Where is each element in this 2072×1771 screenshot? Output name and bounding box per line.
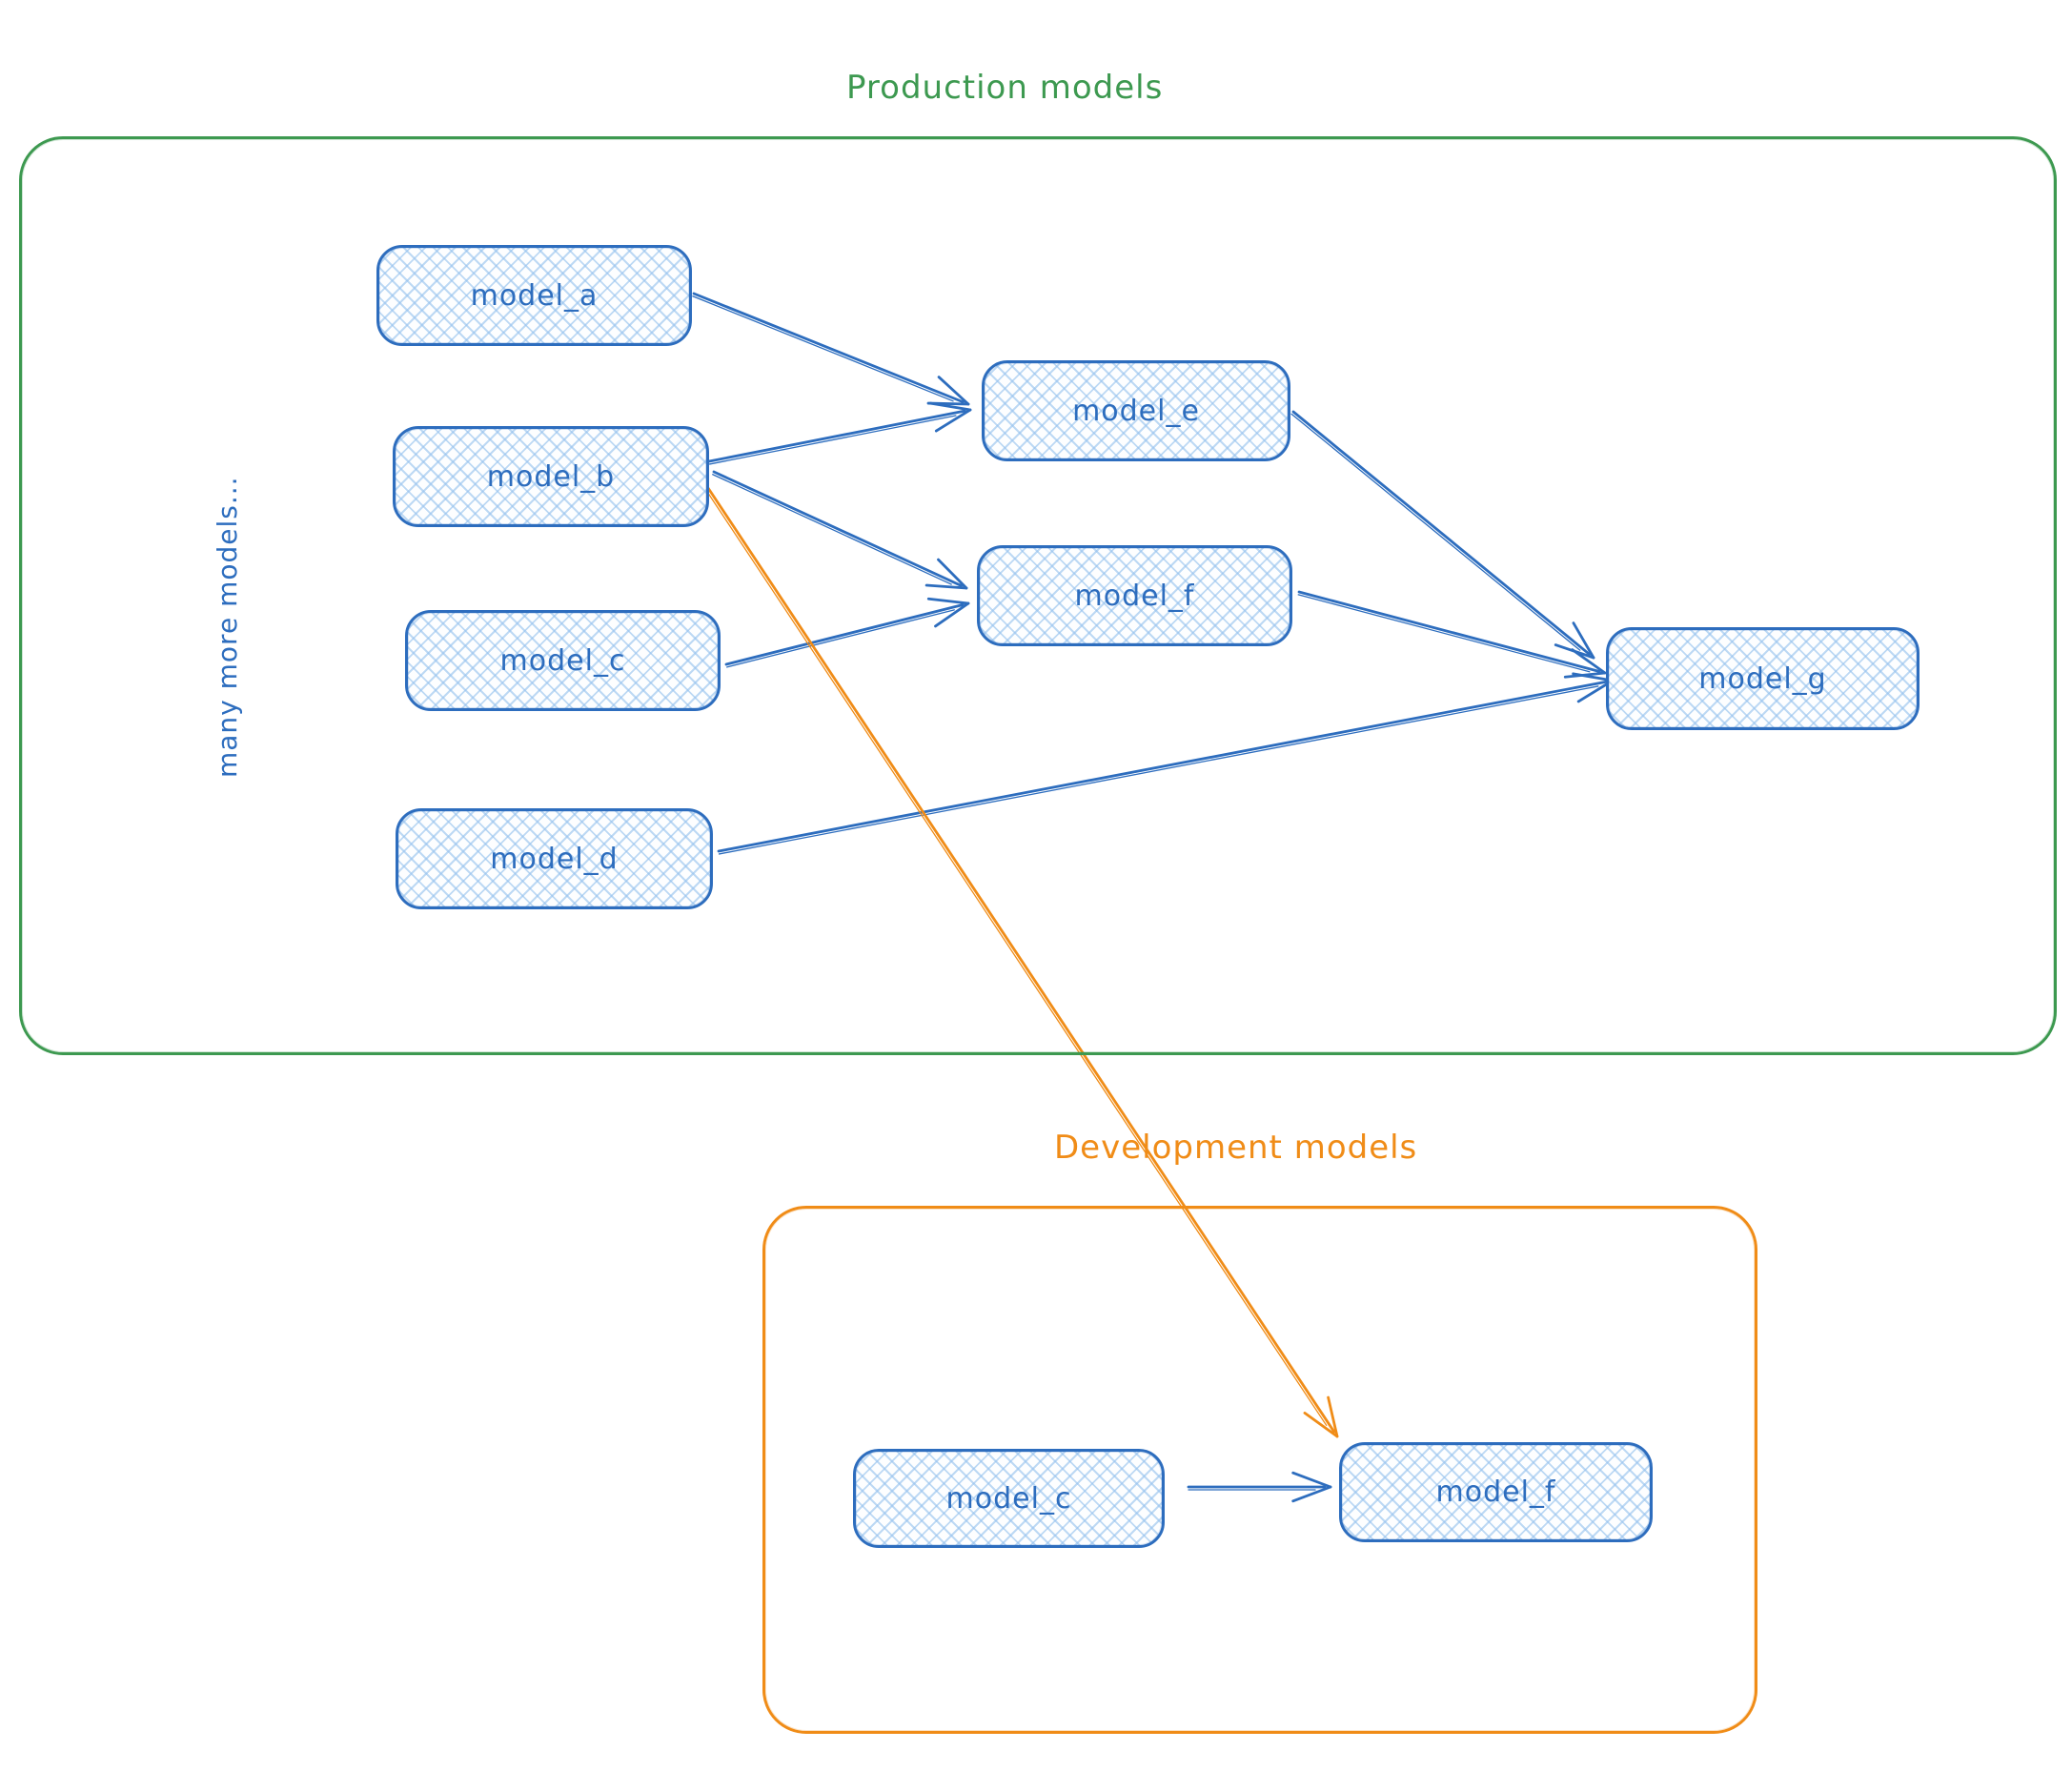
node-model-a[interactable]: model_a bbox=[376, 245, 692, 346]
node-model-e-label: model_e bbox=[1072, 394, 1200, 428]
node-model-d-label: model_d bbox=[490, 842, 619, 876]
many-more-models-label: many more models... bbox=[212, 476, 243, 778]
node-dev-model-f[interactable]: model_f bbox=[1339, 1442, 1653, 1542]
development-models-title: Development models bbox=[1054, 1129, 1418, 1167]
node-model-g-label: model_g bbox=[1698, 662, 1827, 696]
node-dev-model-c[interactable]: model_c bbox=[853, 1449, 1165, 1548]
node-model-a-label: model_a bbox=[470, 278, 599, 313]
node-model-c[interactable]: model_c bbox=[405, 610, 721, 711]
node-dev-model-f-label: model_f bbox=[1435, 1476, 1556, 1509]
node-model-f[interactable]: model_f bbox=[977, 545, 1292, 646]
node-model-e[interactable]: model_e bbox=[982, 360, 1290, 461]
node-model-g[interactable]: model_g bbox=[1606, 627, 1920, 730]
node-dev-model-c-label: model_c bbox=[945, 1481, 1072, 1516]
node-model-f-label: model_f bbox=[1074, 579, 1195, 613]
node-model-d[interactable]: model_d bbox=[396, 808, 713, 909]
production-models-title: Production models bbox=[846, 69, 1164, 107]
node-model-c-label: model_c bbox=[499, 643, 626, 678]
production-models-container[interactable] bbox=[19, 136, 2057, 1055]
node-model-b[interactable]: model_b bbox=[393, 426, 709, 527]
development-models-container[interactable] bbox=[762, 1206, 1757, 1734]
node-model-b-label: model_b bbox=[486, 459, 616, 494]
